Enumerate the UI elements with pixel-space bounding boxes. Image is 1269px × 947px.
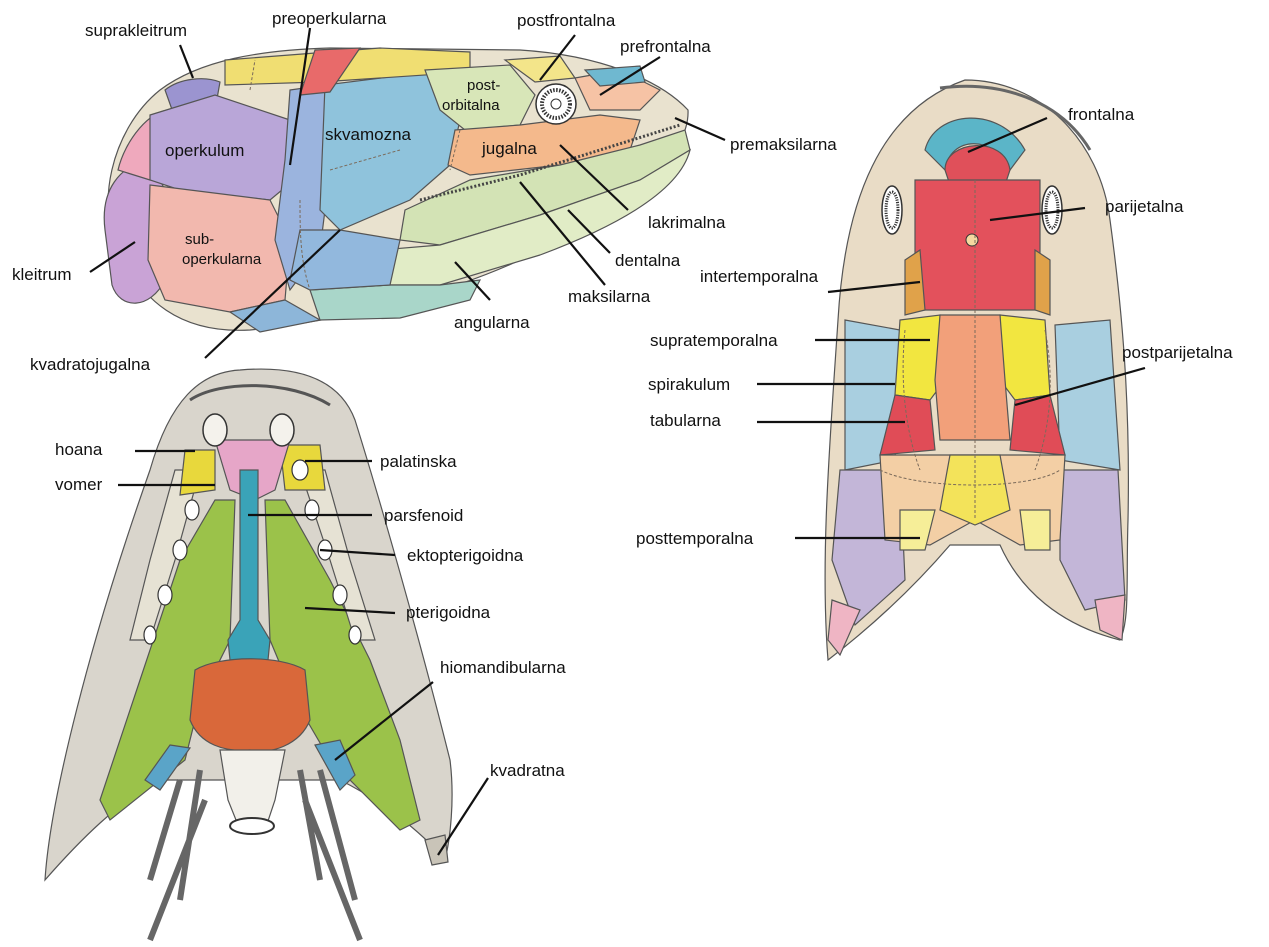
kvadratna-bone bbox=[425, 835, 448, 865]
label-supratemporalna: supratemporalna bbox=[650, 331, 778, 350]
label-frontalna: frontalna bbox=[1068, 105, 1135, 124]
label-postorbitalna-line1: post- bbox=[467, 77, 500, 94]
label-postfrontalna: postfrontalna bbox=[517, 11, 616, 30]
label-hiomandibularna: hiomandibularna bbox=[440, 658, 566, 677]
label-jugalna: jugalna bbox=[481, 139, 537, 158]
palatal-foramen-magnum bbox=[230, 818, 274, 834]
label-tabularna: tabularna bbox=[650, 411, 721, 430]
parijetalna-bone bbox=[915, 180, 1040, 310]
hoana-right-opening bbox=[270, 414, 294, 446]
intertemporalna-right-bone bbox=[1035, 250, 1050, 315]
label-angularna: angularna bbox=[454, 313, 530, 332]
label-preoperkularna: preoperkularna bbox=[272, 9, 387, 28]
pineal-foramen bbox=[966, 234, 978, 246]
label-parsfenoid: parsfenoid bbox=[384, 506, 463, 525]
dorsal-view-skull bbox=[825, 80, 1128, 660]
label-kvadratna: kvadratna bbox=[490, 761, 565, 780]
label-postparijetalna: postparijetalna bbox=[1122, 343, 1233, 362]
label-suprakleitrum: suprakleitrum bbox=[85, 21, 187, 40]
kvadratojugalna-bone bbox=[290, 230, 400, 290]
label-operkulum: operkulum bbox=[165, 141, 244, 160]
label-spirakulum: spirakulum bbox=[648, 375, 730, 394]
dorsal-right-cheek-bone bbox=[1055, 320, 1120, 470]
label-prefrontalna: prefrontalna bbox=[620, 37, 711, 56]
label-palatinska: palatinska bbox=[380, 452, 457, 471]
label-kleitrum: kleitrum bbox=[12, 265, 72, 284]
posttemporalna-right-bone bbox=[1020, 510, 1050, 550]
label-postorbitalna-line2: orbitalna bbox=[442, 97, 500, 114]
label-pterigoidna: pterigoidna bbox=[406, 603, 491, 622]
palatal-basioccipital-bone bbox=[190, 659, 310, 752]
label-intertemporalna: intertemporalna bbox=[700, 267, 819, 286]
dorsal-left-orbit bbox=[882, 186, 902, 234]
label-parijetalna: parijetalna bbox=[1105, 197, 1184, 216]
label-kvadratojugalna: kvadratojugalna bbox=[30, 355, 151, 374]
label-suboperkularna-line1: sub- bbox=[185, 231, 214, 248]
lateral-pupil bbox=[551, 99, 561, 109]
label-lakrimalna: lakrimalna bbox=[648, 213, 726, 232]
label-maksilarna: maksilarna bbox=[568, 287, 651, 306]
dorsal-right-orbit bbox=[1042, 186, 1062, 234]
label-hoana: hoana bbox=[55, 440, 103, 459]
label-premaksilarna: premaksilarna bbox=[730, 135, 837, 154]
supratemporalna-right-bone bbox=[1000, 315, 1050, 400]
hoana-left-opening bbox=[203, 414, 227, 446]
label-posttemporalna: posttemporalna bbox=[636, 529, 754, 548]
label-ektopterigoidna: ektopterigoidna bbox=[407, 546, 524, 565]
postparijetalna-bone bbox=[935, 315, 1010, 440]
label-vomer: vomer bbox=[55, 475, 103, 494]
label-skvamozna: skvamozna bbox=[325, 125, 412, 144]
palatinska-left-bone bbox=[180, 450, 215, 495]
label-dentalna: dentalna bbox=[615, 251, 681, 270]
leader-suprakleitrum bbox=[180, 45, 193, 78]
label-suboperkularna-line2: operkularna bbox=[182, 251, 262, 268]
suboperkularna-bone bbox=[148, 185, 290, 312]
